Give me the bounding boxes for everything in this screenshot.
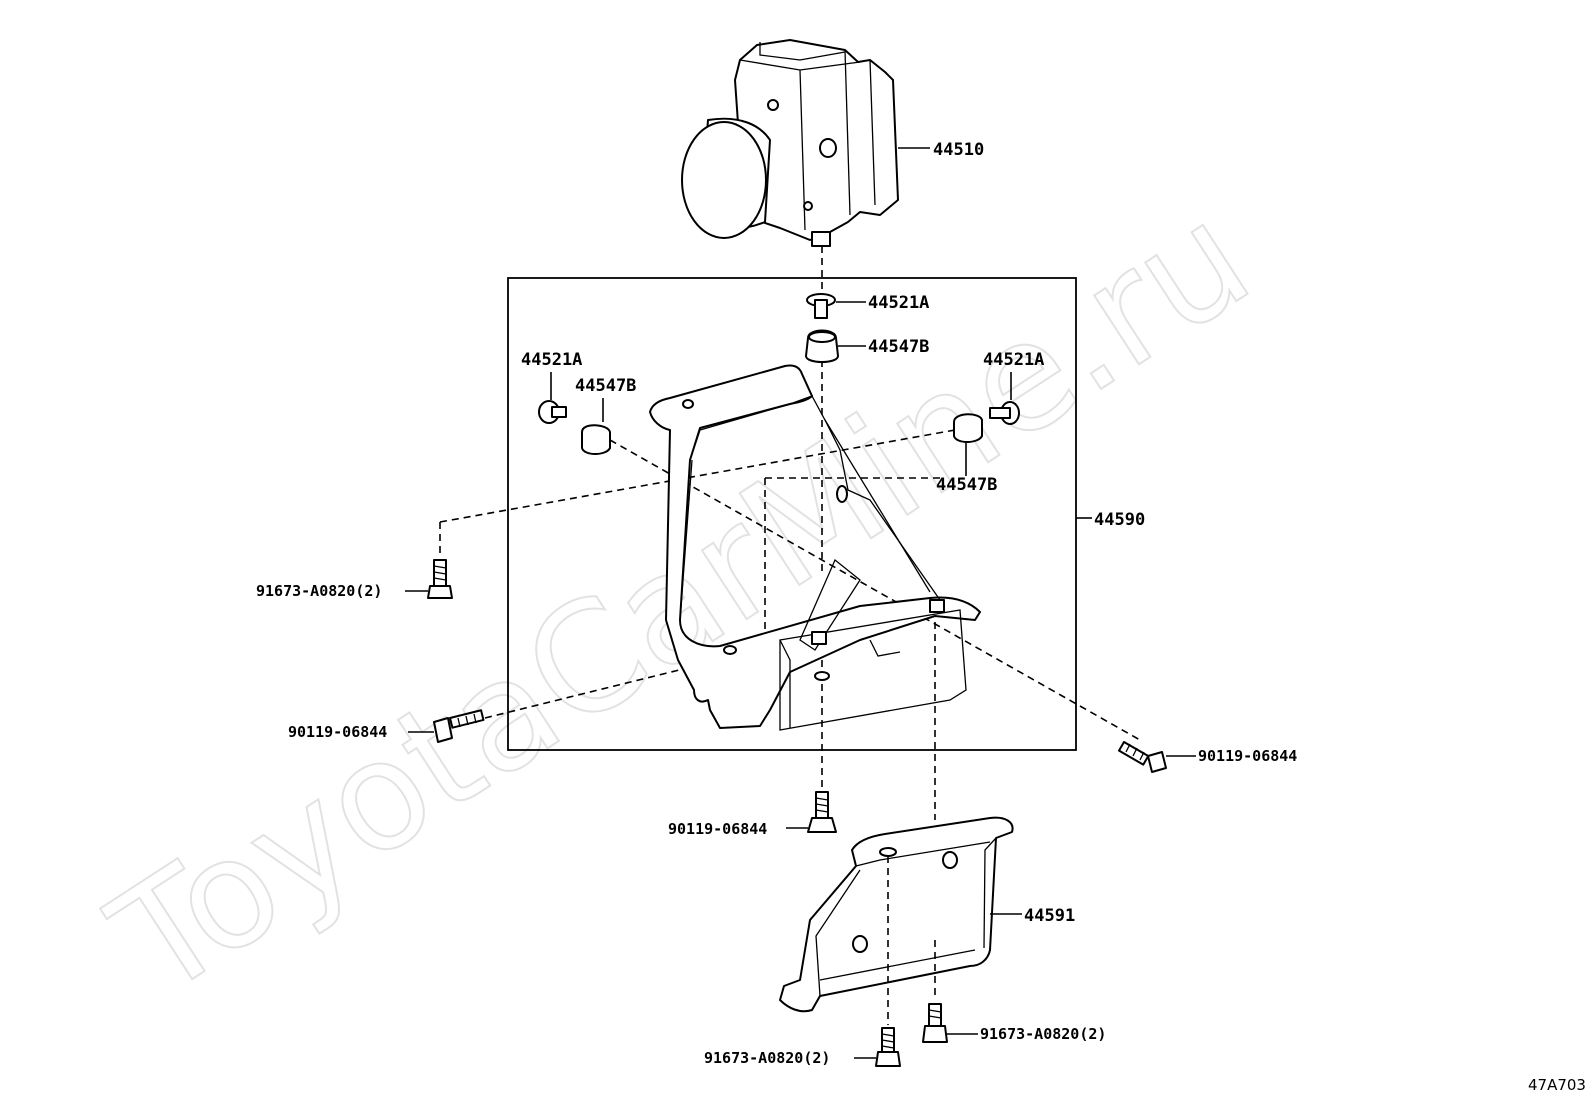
bracket-icon[interactable]	[779, 816, 1014, 1013]
label-cushion-right: 44521A	[983, 350, 1044, 370]
label-bolt-left-lower: 90119-06844	[288, 723, 387, 741]
grommet-icon[interactable]	[581, 424, 611, 455]
bolt-icon[interactable]	[875, 1027, 901, 1067]
label-bracket-lower: 44591	[1024, 906, 1075, 926]
label-bolt-left-upper: 91673-A0820(2)	[256, 582, 382, 600]
label-bracket-assembly: 44590	[1094, 510, 1145, 530]
assembly-group-frame	[507, 277, 1077, 751]
label-cushion-left: 44521A	[521, 350, 582, 370]
diagram-code: 47A703	[1528, 1076, 1586, 1094]
label-bolt-bottom-left: 91673-A0820(2)	[704, 1049, 830, 1067]
bolt-icon[interactable]	[433, 709, 485, 743]
abs-actuator-icon[interactable]	[681, 39, 899, 247]
bolt-icon[interactable]	[1118, 741, 1167, 773]
cushion-icon[interactable]	[806, 293, 836, 319]
bracket-icon[interactable]	[649, 364, 981, 731]
bolt-icon[interactable]	[427, 559, 453, 599]
label-bolt-bottom-right: 91673-A0820(2)	[980, 1025, 1106, 1043]
grommet-icon[interactable]	[953, 413, 983, 443]
bolt-icon[interactable]	[922, 1003, 948, 1043]
axis-line-left-upper	[439, 429, 956, 523]
label-cushion-top: 44521A	[868, 293, 929, 313]
label-abs-actuator: 44510	[933, 140, 984, 160]
cushion-icon[interactable]	[538, 400, 567, 424]
grommet-icon[interactable]	[805, 329, 839, 363]
cushion-icon[interactable]	[989, 401, 1020, 425]
label-bolt-right: 90119-06844	[1198, 747, 1297, 765]
axis-line-diagonal	[609, 439, 1141, 741]
label-grommet-right: 44547B	[936, 475, 997, 495]
bolt-icon[interactable]	[807, 791, 837, 833]
label-grommet-left: 44547B	[575, 376, 636, 396]
label-grommet-top: 44547B	[868, 337, 929, 357]
label-bolt-center: 90119-06844	[668, 820, 767, 838]
